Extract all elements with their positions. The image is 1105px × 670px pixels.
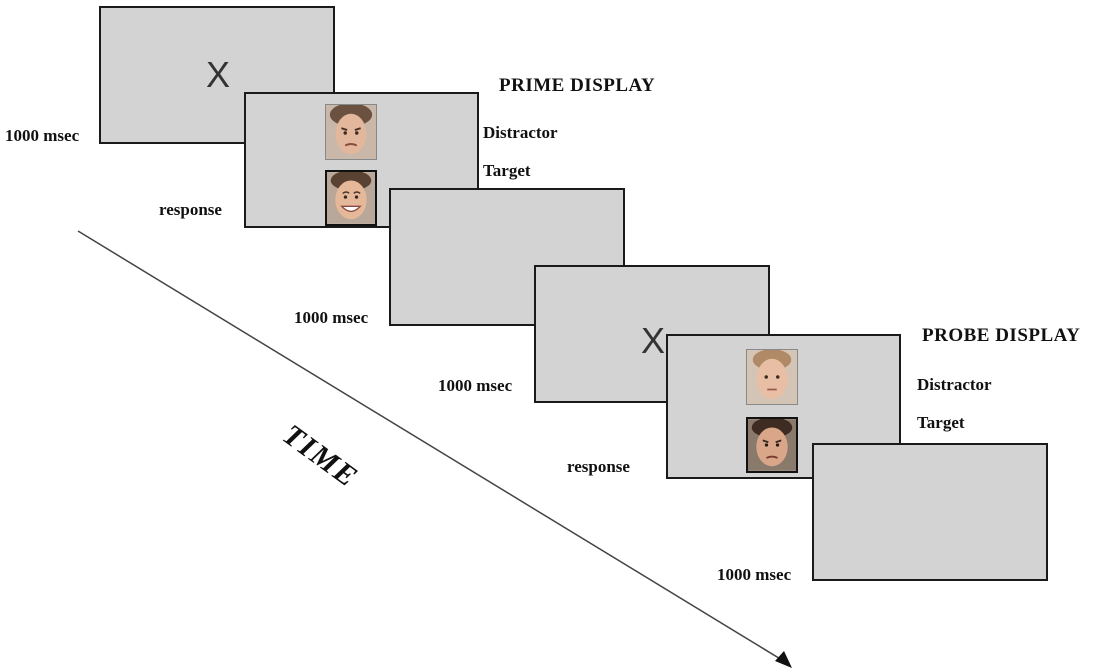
probe-response-label: response — [567, 457, 630, 476]
prime-response-label: response — [159, 200, 222, 219]
probe-distractor-face-image — [746, 349, 798, 405]
prime-target-face-image — [325, 170, 377, 226]
probe-fixation-duration: 1000 msec — [438, 376, 513, 395]
probe-blank-duration: 1000 msec — [717, 565, 792, 584]
probe-target-label: Target — [917, 413, 965, 432]
probe-fixation-cross: X — [641, 320, 666, 361]
prime-distractor-face-image — [325, 104, 377, 160]
prime-fixation-duration: 1000 msec — [5, 126, 80, 145]
prime-target-label: Target — [483, 161, 531, 180]
prime-display-heading: PRIME DISPLAY — [499, 75, 656, 96]
probe-target-face-image — [746, 417, 798, 473]
probe-distractor-label: Distractor — [917, 375, 992, 394]
probe-display-heading: PROBE DISPLAY — [922, 325, 1081, 346]
prime-fixation-cross: X — [206, 54, 231, 95]
prime-distractor-label: Distractor — [483, 123, 558, 142]
prime-blank-duration: 1000 msec — [294, 308, 369, 327]
probe-blank-screen — [812, 443, 1048, 581]
